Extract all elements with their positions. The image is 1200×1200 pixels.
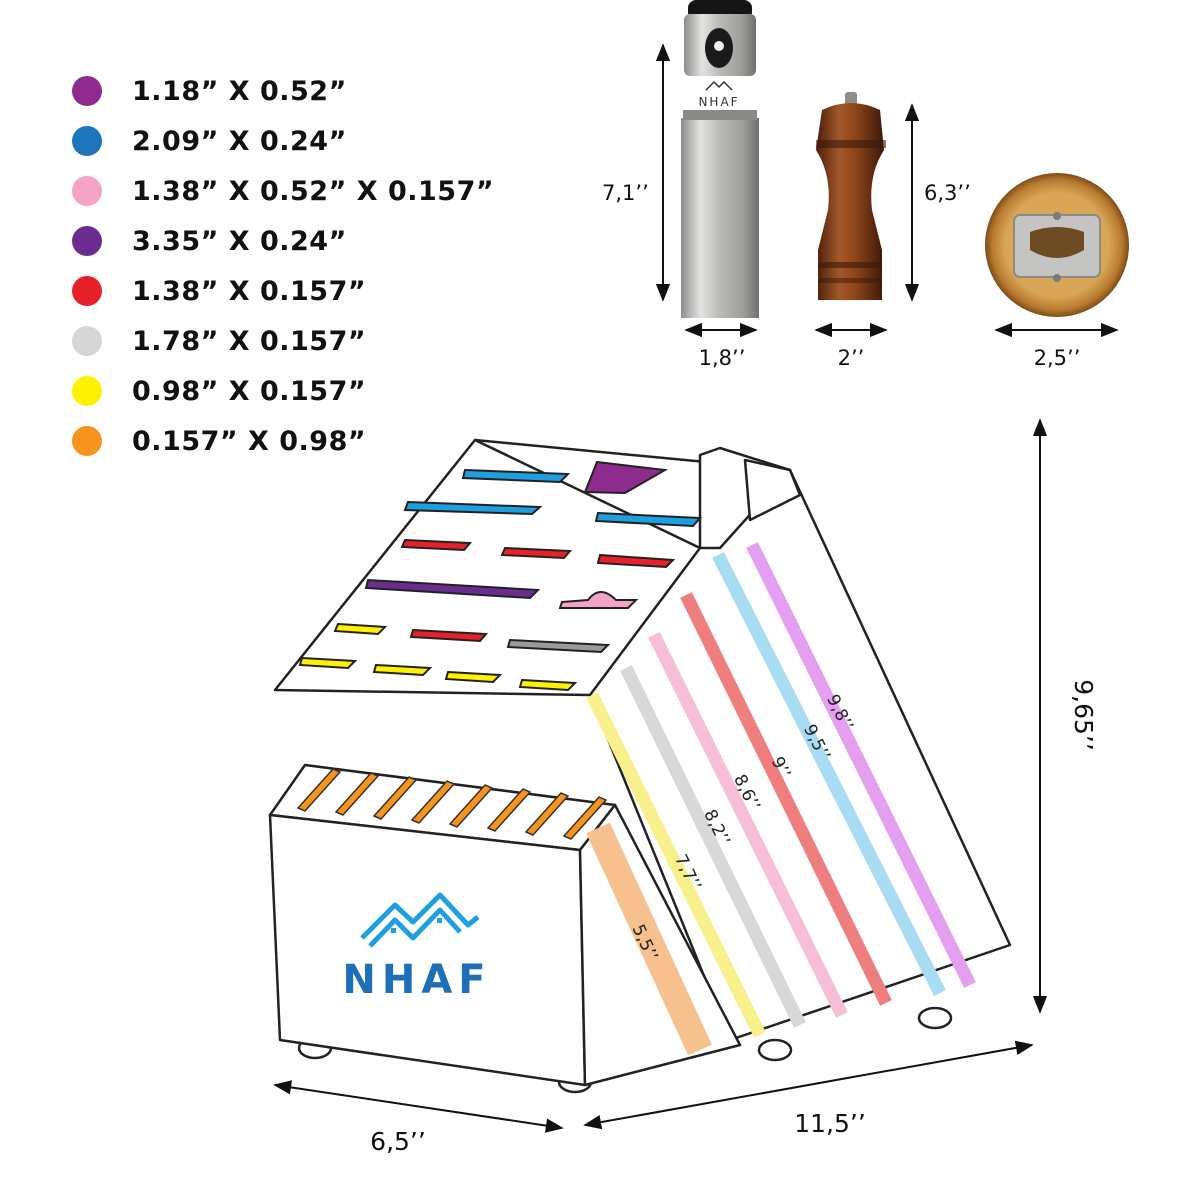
block-depth-label: 6,5’’: [370, 1127, 426, 1156]
slot-blue: [594, 511, 703, 528]
legend-color-dot: [72, 376, 102, 406]
slot-length-stripe: [680, 592, 892, 1006]
slot-yellow: [444, 670, 503, 684]
legend-color-dot: [72, 326, 102, 356]
slot-orange: [296, 768, 342, 812]
slot-orange: [448, 784, 494, 828]
block-depth-arrow: [273, 1080, 564, 1133]
slot-length-stripe: [620, 665, 806, 1028]
slot-orange: [524, 792, 570, 836]
legend-color-dot: [72, 176, 102, 206]
opener-width-label: 2,5’’: [1034, 346, 1081, 370]
block-height-label: 9,65’’: [1069, 679, 1098, 751]
slot-orange: [372, 776, 418, 820]
slot-yellow: [333, 622, 388, 636]
steak-knife-slots: [296, 768, 608, 840]
legend-label: 0.98” X 0.157”: [132, 375, 367, 407]
slot-length-stripe: [586, 692, 766, 1038]
pepper-grinder: [816, 92, 886, 300]
legend-item: 1.78” X 0.157”: [72, 316, 494, 366]
legend-label: 1.78” X 0.157”: [132, 325, 367, 357]
grinder-width-label: 2’’: [838, 346, 865, 370]
grinder-height-label: 6,3’’: [924, 181, 971, 205]
slot-purple: [364, 578, 541, 600]
slot-gray: [506, 638, 611, 654]
nhaf-logo: NHAF: [342, 892, 491, 1003]
slot-yellow: [298, 656, 358, 670]
size-legend: 1.18” X 0.52” 2.09” X 0.24” 1.38” X 0.52” …: [72, 66, 494, 466]
slot-orange: [410, 780, 456, 824]
sprayer-height-label: 7,1’’: [602, 181, 649, 205]
legend-item: 1.38” X 0.157”: [72, 266, 494, 316]
slot-blue: [403, 500, 543, 516]
legend-item: 2.09” X 0.24”: [72, 116, 494, 166]
block-width-label: 11,5’’: [794, 1109, 866, 1138]
slot-red: [500, 546, 573, 560]
legend-item: 0.157” X 0.98”: [72, 416, 494, 466]
slot-orange: [486, 788, 532, 832]
legend-label: 0.157” X 0.98”: [132, 425, 367, 457]
legend-label: 1.38” X 0.157”: [132, 275, 367, 307]
legend-item: 1.18” X 0.52”: [72, 66, 494, 116]
legend-color-dot: [72, 126, 102, 156]
block-width-arrow: [583, 1040, 1034, 1130]
slot-red: [400, 538, 473, 552]
slot-length-stripe: [712, 552, 946, 996]
slot-orange: [562, 796, 608, 840]
legend-color-dot: [72, 276, 102, 306]
sprayer-brand-text: NHAF: [698, 95, 739, 109]
legend-label: 3.35” X 0.24”: [132, 225, 347, 257]
legend-color-dot: [72, 226, 102, 256]
legend-color-dot: [72, 426, 102, 456]
slot-pink: [558, 591, 639, 609]
slot-length-stripe: [586, 822, 712, 1056]
oil-sprayer-bottle: NHAF: [681, 0, 759, 318]
slot-purple-square: [583, 460, 669, 495]
slot-red: [596, 553, 676, 569]
legend-label: 1.18” X 0.52”: [132, 75, 347, 107]
legend-label: 2.09” X 0.24”: [132, 125, 347, 157]
slot-yellow: [372, 663, 433, 677]
block-brand-text: NHAF: [342, 957, 491, 1003]
slot-length-stripe: [648, 632, 848, 1018]
slot-yellow: [518, 678, 578, 692]
legend-item: 1.38” X 0.52” X 0.157”: [72, 166, 494, 216]
slot-blue: [461, 468, 571, 484]
slot-orange: [334, 772, 380, 816]
top-knife-slots: [298, 460, 703, 692]
legend-item: 3.35” X 0.24”: [72, 216, 494, 266]
slot-red: [409, 628, 489, 643]
slot-length-stripe: [746, 542, 976, 988]
sprayer-width-label: 1,8’’: [699, 346, 746, 370]
legend-color-dot: [72, 76, 102, 106]
legend-label: 1.38” X 0.52” X 0.157”: [132, 175, 495, 207]
bottle-opener: [985, 173, 1129, 317]
legend-item: 0.98” X 0.157”: [72, 366, 494, 416]
